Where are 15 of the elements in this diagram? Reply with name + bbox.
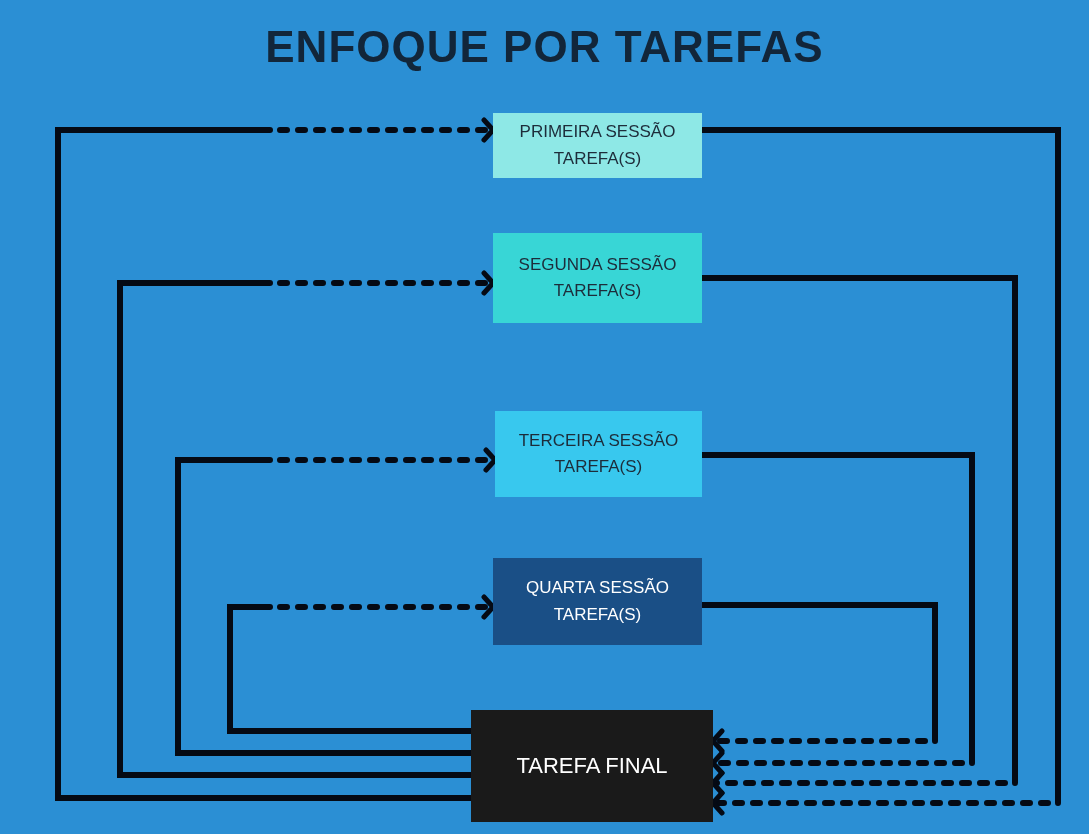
session-box (493, 558, 702, 645)
final-task-box (471, 710, 713, 822)
box-heading: TERCEIRA SESSÃO (518, 429, 679, 452)
box-heading: QUARTA SESSÃO (526, 577, 669, 600)
box-heading: TAREFA FINAL (516, 751, 668, 780)
diagram-title: ENFOQUE POR TAREFAS (264, 22, 825, 72)
box-text: TAREFA(S) (554, 456, 643, 478)
box-text: TAREFA(S) (553, 280, 642, 302)
box-text: TAREFA(S) (553, 603, 642, 626)
session-box (493, 113, 702, 178)
box-heading: PRIMEIRA SESSÃO (519, 121, 676, 144)
box-text: TAREFA(S) (553, 147, 642, 170)
box-heading: SEGUNDA SESSÃO (518, 253, 677, 276)
session-box (495, 411, 702, 497)
session-box (493, 233, 702, 323)
